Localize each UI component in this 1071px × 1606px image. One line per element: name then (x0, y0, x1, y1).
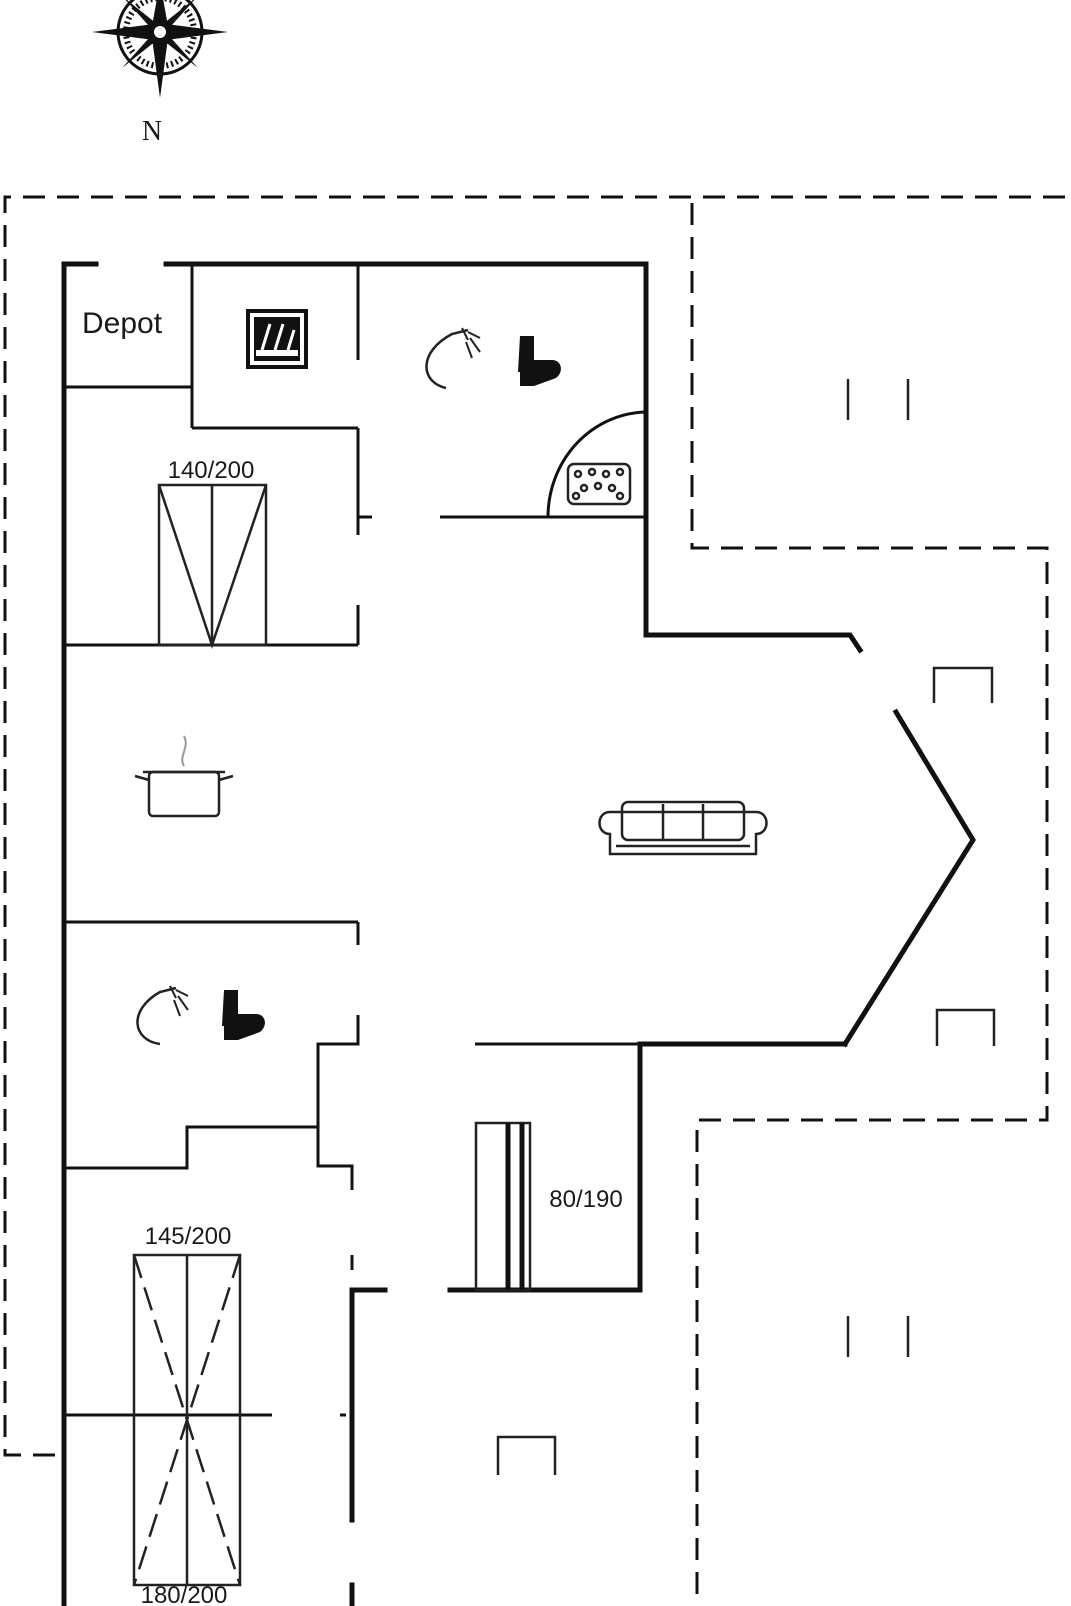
spa-bath-icon (566, 462, 632, 506)
shower-icon (136, 985, 189, 1046)
bed-size-label: 140/200 (168, 457, 255, 484)
bed-size-label: 145/200 (145, 1223, 232, 1250)
compass-rose-icon (92, 0, 228, 98)
sauna-icon (246, 309, 308, 369)
chair-icon (846, 1316, 910, 1357)
chair-icon (935, 1008, 996, 1046)
sofa-icon (598, 800, 768, 856)
compass-north-label: N (142, 116, 162, 147)
bed-icon (474, 1121, 532, 1292)
interior-walls (64, 264, 647, 1417)
shower-icon (425, 327, 481, 390)
bed-icon (132, 1253, 242, 1587)
chair-icon (496, 1435, 557, 1475)
cooking-pot-icon (134, 735, 234, 818)
bed-icon (157, 483, 268, 649)
exterior-walls (61, 261, 976, 1606)
toilet-icon (518, 336, 561, 386)
depot-label: Depot (82, 307, 163, 340)
chair-icon (846, 379, 910, 420)
toilet-icon (222, 990, 265, 1040)
chair-icon (932, 666, 994, 703)
terrace-outline (3, 195, 1071, 1606)
bed-size-label: 80/190 (549, 1186, 622, 1213)
bed-size-label: 180/200 (141, 1582, 228, 1606)
